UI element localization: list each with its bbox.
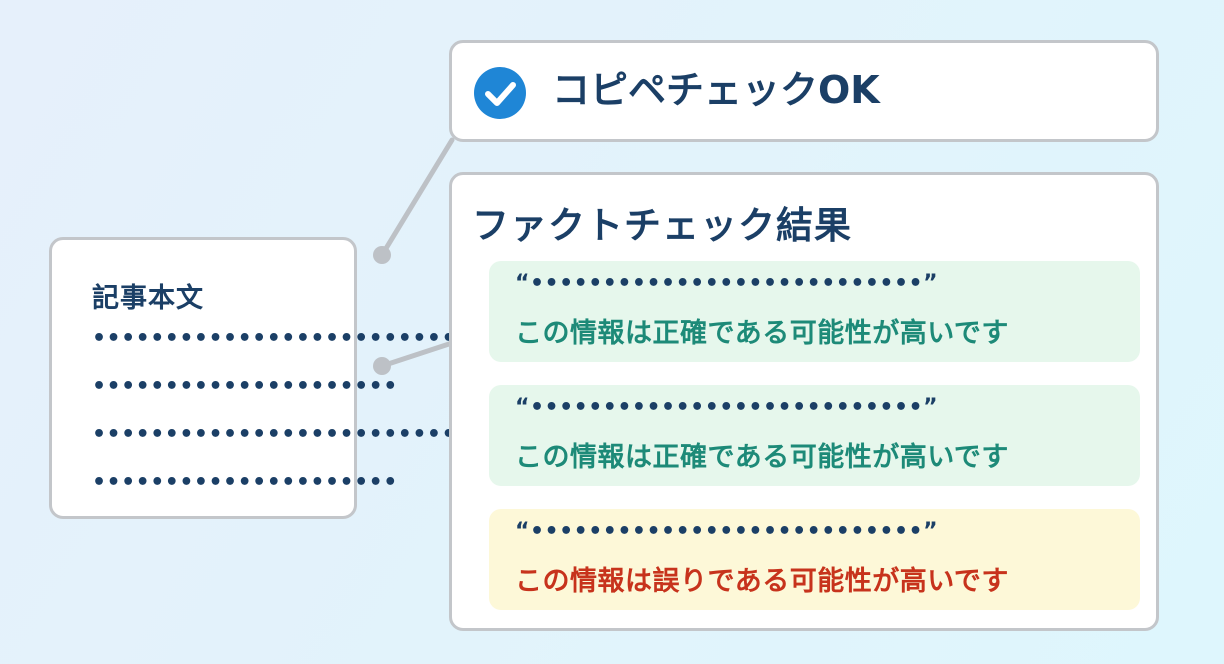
connector-fact-check	[379, 340, 455, 369]
article-title: 記事本文	[92, 283, 204, 314]
copy-check-card: コピペチェックOK	[449, 40, 1159, 142]
quoted-sentence: “•••••••••••••••••••••••••••”	[515, 395, 939, 420]
verdict-text: この情報は正確である可能性が高いです	[515, 442, 1009, 473]
article-line: •••••••••••••••••••••••••••	[92, 326, 486, 351]
quoted-sentence: “•••••••••••••••••••••••••••”	[515, 519, 939, 544]
check-circle-icon	[474, 67, 526, 119]
fact-check-card: ファクトチェック結果 “•••••••••••••••••••••••••••”…	[449, 172, 1159, 631]
fact-result-accurate: “•••••••••••••••••••••••••••” この情報は正確である…	[489, 261, 1140, 362]
article-line: •••••••••••••••••••••	[92, 374, 398, 399]
verdict-text: この情報は誤りである可能性が高いです	[515, 566, 1009, 597]
article-line: •••••••••••••••••••••••••••	[92, 422, 486, 447]
connector-dot-copy-check	[373, 246, 391, 264]
copy-check-label: コピペチェックOK	[552, 68, 880, 112]
article-line: •••••••••••••••••••••	[92, 470, 398, 495]
fact-result-accurate: “•••••••••••••••••••••••••••” この情報は正確である…	[489, 385, 1140, 486]
fact-result-error: “•••••••••••••••••••••••••••” この情報は誤りである…	[489, 509, 1140, 610]
quoted-sentence: “•••••••••••••••••••••••••••”	[515, 271, 939, 296]
connector-dot-fact-check	[373, 357, 391, 375]
fact-check-title: ファクトチェック結果	[472, 204, 852, 247]
verdict-text: この情報は正確である可能性が高いです	[515, 318, 1009, 349]
article-card: 記事本文 ••••••••••••••••••••••••••• •••••••…	[49, 237, 485, 519]
connector-copy-check	[379, 137, 455, 258]
